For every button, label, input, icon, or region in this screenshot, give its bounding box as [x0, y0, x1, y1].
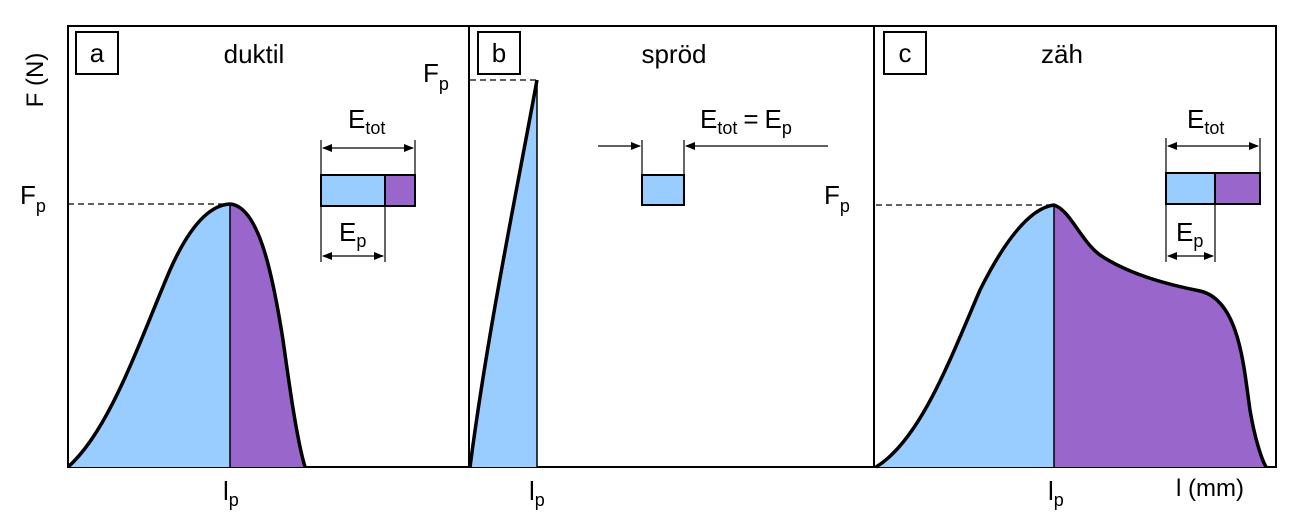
panel-b-letter-box	[477, 31, 521, 75]
panel-c-letter-box	[883, 31, 927, 75]
panel-a-curve	[66, 202, 307, 469]
panel-c-elastic-area	[876, 205, 1054, 467]
panel-b-letter: b	[492, 38, 506, 68]
panel-a-fracture-bar	[384, 174, 416, 207]
panel-b-fp-label: Fp	[423, 58, 449, 94]
panel-a-letter-box	[75, 31, 119, 75]
panel-c-ep-bar	[1165, 172, 1216, 205]
x-axis-label: l (mm)	[1176, 475, 1244, 502]
panel-c-header: c zäh	[883, 31, 1083, 75]
panel-a-fp-label: Fp	[20, 180, 46, 216]
panel-a-title: duktil	[224, 39, 285, 69]
panel-b-ep-bar	[641, 174, 685, 206]
panel-c-title: zäh	[1041, 39, 1083, 69]
panel-b-curve	[468, 79, 539, 468]
panel-a-lp-label: lp	[223, 476, 239, 510]
panel-c-ep-label: Ep	[1176, 217, 1203, 251]
panel-b-curve-outline	[468, 79, 539, 468]
panel-b-etot-ep-label: Etot=Ep	[700, 104, 792, 138]
panel-c-fp-label: Fp	[824, 180, 850, 216]
panel-c-curve-outline	[875, 203, 1268, 469]
panel-c-lp-label: lp	[1048, 476, 1064, 510]
y-axis-label: F (N)	[22, 53, 49, 108]
panel-a-ep-bar	[320, 174, 386, 207]
panel-c-fracture-area	[1054, 205, 1266, 467]
panel-c-letter: c	[899, 38, 912, 68]
panel-a-fracture-area	[230, 204, 305, 467]
panel-b-header: b spröd	[477, 31, 707, 75]
panel-a-etot-label: Etot	[348, 104, 385, 138]
panel-c-etot-label: Etot	[1187, 104, 1224, 138]
panel-c-fracture-bar	[1214, 172, 1261, 205]
panel-b-lp-label: lp	[529, 476, 545, 510]
panel-a-energy-diagram: Etot Ep	[320, 104, 416, 262]
panel-c-curve	[875, 203, 1268, 469]
panel-a-header: a duktil	[75, 31, 285, 75]
panel-a-elastic-area	[68, 204, 230, 467]
panel-a-letter: a	[90, 38, 105, 68]
panel-b-title: spröd	[641, 39, 706, 69]
panel-b-energy-diagram: Etot=Ep	[598, 104, 828, 206]
panel-c-energy-diagram: Etot Ep	[1165, 104, 1261, 262]
panel-a-ep-label: Ep	[339, 217, 366, 251]
